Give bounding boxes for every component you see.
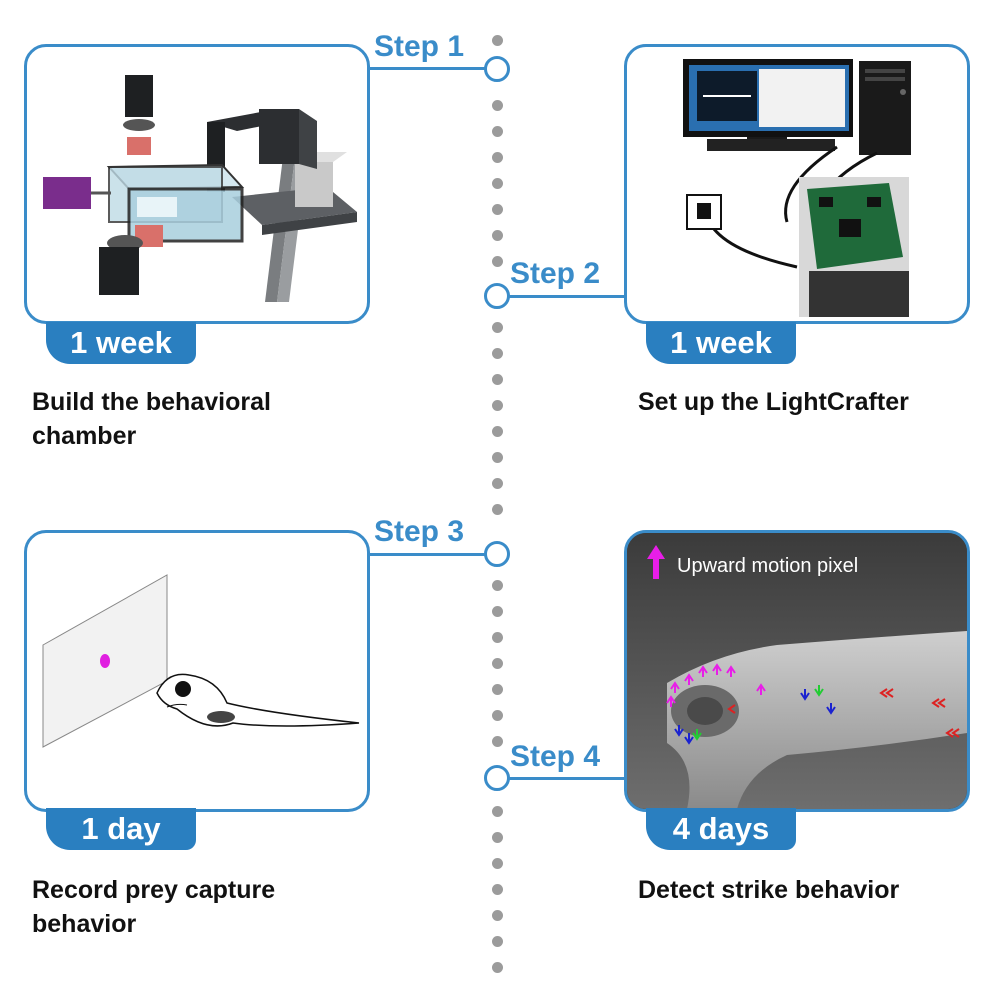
timeline-dot xyxy=(492,580,503,591)
step3-image-panel xyxy=(24,530,370,812)
legend-label: Upward motion pixel xyxy=(677,555,859,577)
behavioral-chamber-illustration xyxy=(43,75,357,302)
step2-caption: Set up the LightCrafter xyxy=(638,388,909,416)
timeline-dot xyxy=(492,632,503,643)
step2-label: Step 2 xyxy=(510,257,601,290)
step4-image-panel: Upward motion pixel xyxy=(624,530,970,812)
timeline-dot xyxy=(492,658,503,669)
timeline-dot xyxy=(492,858,503,869)
timeline-dot xyxy=(492,684,503,695)
step1-duration-tab: 1 week xyxy=(46,322,196,364)
timeline-dot xyxy=(492,736,503,747)
step1-label: Step 1 xyxy=(374,30,465,63)
prey-capture-illustration xyxy=(42,574,360,748)
timeline-dot xyxy=(492,178,503,189)
timeline-dot xyxy=(492,204,503,215)
timeline-dot xyxy=(492,832,503,843)
step2-image-panel xyxy=(624,44,970,324)
timeline-dot xyxy=(492,606,503,617)
step1-node xyxy=(484,56,510,82)
step4-duration-tab: 4 days xyxy=(646,808,796,850)
step1-image-panel xyxy=(24,44,370,324)
lightcrafter-setup-illustration xyxy=(683,59,911,317)
step3-node xyxy=(484,541,510,567)
timeline-dot xyxy=(492,910,503,921)
step4-node xyxy=(484,765,510,791)
timeline-dot xyxy=(492,100,503,111)
timeline-dot xyxy=(492,962,503,973)
timeline-dot xyxy=(492,256,503,267)
step4-caption: Detect strike behavior xyxy=(638,876,900,904)
timeline-dot xyxy=(492,35,503,46)
timeline-dot xyxy=(492,806,503,817)
timeline-dot xyxy=(492,452,503,463)
timeline-dot xyxy=(492,884,503,895)
step3-caption: Record prey capture behavior xyxy=(32,876,276,938)
timeline-dot xyxy=(492,426,503,437)
step3-label: Step 3 xyxy=(374,515,465,548)
strike-detection-frame xyxy=(627,533,967,809)
step1-caption: Build the behavioral chamber xyxy=(32,388,271,450)
step3-duration-tab: 1 day xyxy=(46,808,196,850)
timeline-dot xyxy=(492,504,503,515)
step4-connector xyxy=(508,777,624,780)
timeline-dot xyxy=(492,400,503,411)
timeline-dot xyxy=(492,152,503,163)
upward-arrow-icon xyxy=(647,545,665,579)
timeline-dot xyxy=(492,478,503,489)
timeline-dot xyxy=(492,126,503,137)
timeline-dot xyxy=(492,936,503,947)
timeline-dot xyxy=(492,374,503,385)
timeline-dot xyxy=(492,230,503,241)
step2-duration-tab: 1 week xyxy=(646,322,796,364)
timeline-dot xyxy=(492,710,503,721)
timeline-dot xyxy=(492,322,503,333)
step3-connector xyxy=(370,553,486,556)
step4-label: Step 4 xyxy=(510,740,601,773)
timeline-dot xyxy=(492,348,503,359)
step1-connector xyxy=(370,67,486,70)
step2-connector xyxy=(508,295,624,298)
step2-node xyxy=(484,283,510,309)
